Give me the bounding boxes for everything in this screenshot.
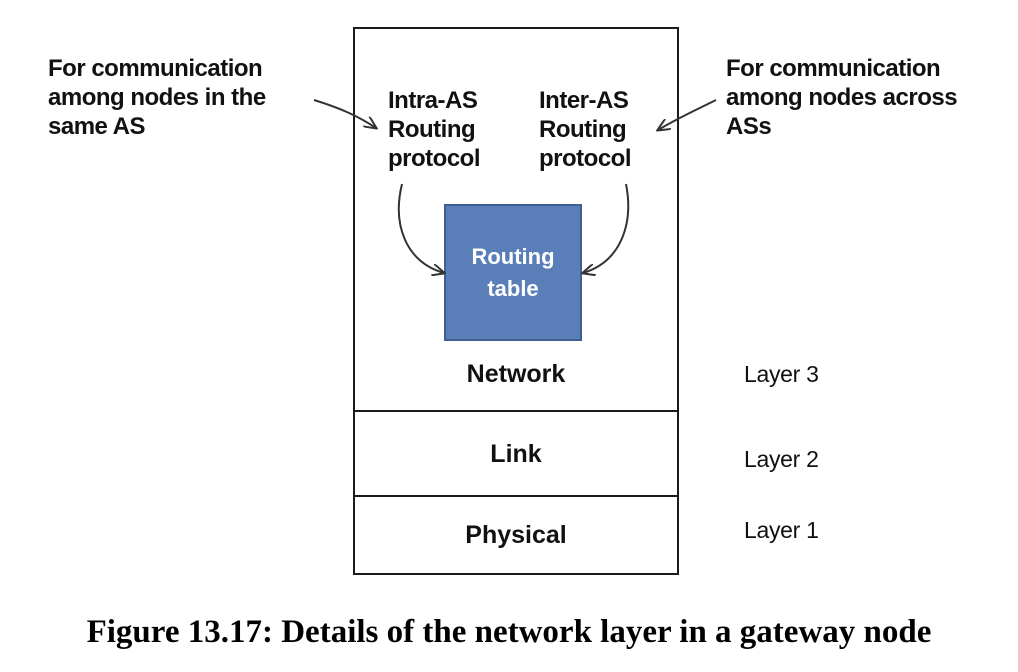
intra-as-protocol-label: Intra-AS Routing protocol xyxy=(388,87,481,172)
right-note-arrow xyxy=(658,99,717,130)
routing-table-box: Routing table xyxy=(444,204,582,341)
layer-3-label: Layer 3 xyxy=(744,361,819,387)
link-layer-label: Link xyxy=(490,440,542,468)
physical-layer-label: Physical xyxy=(465,521,567,549)
intra-as-note: For communication among nodes in the sam… xyxy=(48,55,266,140)
left-note-arrow xyxy=(313,99,376,128)
layer-1-label: Layer 1 xyxy=(744,517,819,543)
inter-as-protocol-label: Inter-AS Routing protocol xyxy=(539,87,632,172)
network-layer-label: Network xyxy=(466,360,566,388)
intra-to-table-arrow xyxy=(398,183,444,273)
link-layer-box xyxy=(353,410,679,497)
layer-2-label: Layer 2 xyxy=(744,446,819,472)
inter-as-note: For communication among nodes across ASs xyxy=(726,55,958,140)
physical-layer-box xyxy=(353,495,679,575)
figure-caption: Figure 13.17: Details of the network lay… xyxy=(86,614,932,650)
inter-to-table-arrow xyxy=(583,183,630,273)
